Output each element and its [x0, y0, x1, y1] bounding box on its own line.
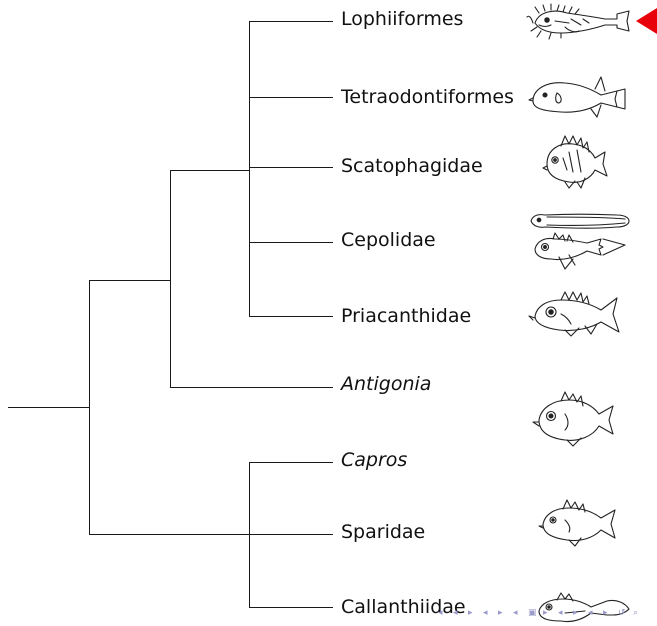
nav-right-icon[interactable]: ▸: [543, 607, 548, 619]
nav-right-icon[interactable]: ▸: [603, 607, 608, 619]
taxon-label-cepolidae: Cepolidae: [341, 229, 436, 251]
inner-clade-branch: [170, 170, 250, 171]
pufferfish-icon: [525, 74, 633, 118]
pointer-triangle-icon: [636, 8, 657, 34]
taxon-label-priacanthidae: Priacanthidae: [341, 305, 471, 327]
terminal-branch-priacanthidae: [249, 316, 333, 317]
nav-strip: ◂ ◂ ▸ ◂ ▸ ◂ ▣ ▸ ◂ ▸ ◂ ▸ ↺ ⌕: [438, 607, 657, 620]
taxon-label-sparidae: Sparidae: [341, 521, 425, 543]
nav-left-icon[interactable]: ◂: [453, 607, 458, 619]
lower-clade-branch: [89, 534, 249, 535]
taxon-label-capros: Capros: [341, 449, 407, 471]
root-node-connector: [89, 280, 90, 535]
taxon-label-lophiiformes: Lophiiformes: [341, 8, 463, 30]
taxon-label-tetraodontiformes: Tetraodontiformes: [341, 86, 514, 108]
upper-clade-branch: [89, 280, 170, 281]
inner-clade-connector: [249, 21, 250, 317]
boarfish-icon: [525, 390, 633, 446]
terminal-branch-antigonia: [170, 387, 333, 388]
seabream-icon: [525, 497, 633, 547]
terminal-branch-cepolidae: [249, 242, 333, 243]
nav-right-icon[interactable]: ▸: [573, 607, 578, 619]
terminal-branch-tetraodontiformes: [249, 97, 333, 98]
anglerfish-icon: [525, 1, 633, 41]
nav-left-icon[interactable]: ◂: [438, 607, 443, 619]
nav-section-icon[interactable]: ▣: [528, 607, 537, 619]
upper-clade-connector: [170, 170, 171, 387]
terminal-branch-lophiiformes: [249, 21, 333, 22]
terminal-branch-capros: [249, 462, 333, 463]
taxon-label-antigonia: Antigonia: [341, 373, 431, 395]
terminal-branch-scatophagidae: [249, 167, 333, 168]
terminal-branch-sparidae: [249, 534, 333, 535]
scat-fish-icon: [525, 134, 633, 188]
nav-search-icon[interactable]: ⌕: [633, 607, 638, 619]
nav-undo-icon[interactable]: ↺: [618, 607, 626, 619]
nav-left-icon[interactable]: ◂: [588, 607, 593, 619]
nav-left-icon[interactable]: ◂: [483, 607, 488, 619]
root-branch: [8, 407, 89, 408]
bigeye-fish-icon: [525, 287, 633, 339]
nav-left-icon[interactable]: ◂: [513, 607, 518, 619]
bandfish-icon: [525, 207, 633, 273]
nav-left-icon[interactable]: ◂: [558, 607, 563, 619]
taxon-label-scatophagidae: Scatophagidae: [341, 155, 483, 177]
nav-right-icon[interactable]: ▸: [498, 607, 503, 619]
nav-right-icon[interactable]: ▸: [468, 607, 473, 619]
terminal-branch-callanthiidae: [249, 607, 333, 608]
